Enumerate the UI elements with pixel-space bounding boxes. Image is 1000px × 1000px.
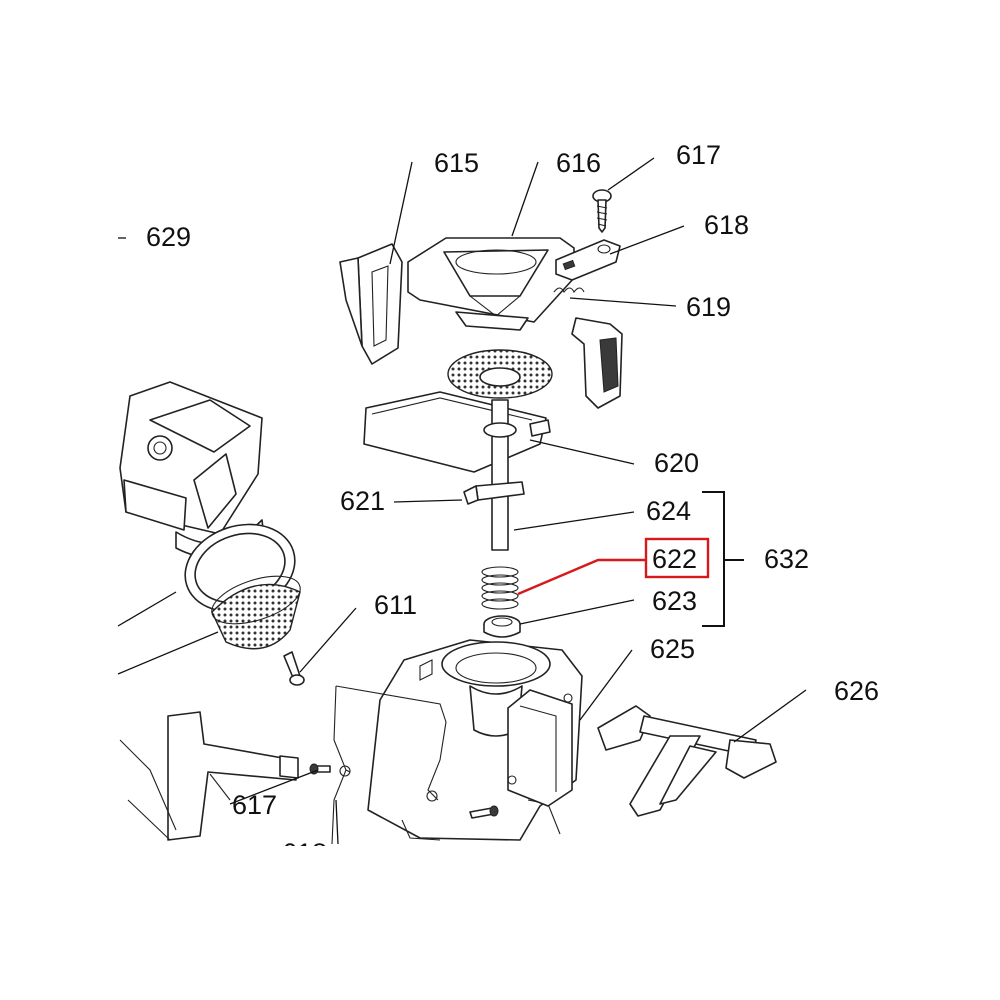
callout-626: 626 xyxy=(834,676,879,706)
callout-617-bottom: 617 xyxy=(232,790,277,820)
part-617-screw-bottom xyxy=(309,763,331,775)
callout-619: 619 xyxy=(686,292,731,322)
part-618-lever-arm xyxy=(555,239,621,281)
callout-611: 611 xyxy=(374,590,417,620)
callout-629: 629 xyxy=(146,222,191,252)
part-623-seal xyxy=(483,615,521,638)
callout-625: 625 xyxy=(650,634,695,664)
callout-621: 621 xyxy=(340,486,385,516)
part-mesh-filter-cup xyxy=(211,575,301,650)
part-619-spring-bracket xyxy=(553,287,623,409)
part-620-piston-disc xyxy=(363,349,553,551)
highlight-box-622 xyxy=(644,537,710,579)
highlight-leader-622 xyxy=(517,558,646,596)
part-wire-bail xyxy=(331,685,447,845)
part-616-funnel-housing xyxy=(407,237,575,331)
callout-620: 620 xyxy=(654,448,699,478)
callout-622: 622 xyxy=(652,544,697,574)
callout-618: 618 xyxy=(704,210,749,240)
part-622-spring xyxy=(481,566,519,610)
part-left-bottom-bracket xyxy=(119,711,299,841)
group-bracket-632 xyxy=(702,491,744,627)
bottom-crop-mask xyxy=(0,846,1000,1000)
callout-623: 623 xyxy=(652,586,697,616)
part-621-clip xyxy=(463,481,525,505)
callout-labels: 615 616 617 618 619 629 620 621 624 622 … xyxy=(146,140,879,868)
part-625-main-frame xyxy=(367,639,583,841)
part-611-screw xyxy=(283,651,305,686)
callout-616: 616 xyxy=(556,148,601,178)
callout-615: 615 xyxy=(434,148,479,178)
part-617-screw-top xyxy=(592,189,612,233)
callout-632: 632 xyxy=(764,544,809,574)
leader-lines xyxy=(117,157,807,845)
callout-624: 624 xyxy=(646,496,691,526)
part-frame-screw xyxy=(469,805,499,819)
part-626-lever-assembly xyxy=(597,705,777,817)
highlight-622 xyxy=(517,537,710,596)
callout-617-top: 617 xyxy=(676,140,721,170)
part-615-slotted-plate xyxy=(339,243,403,365)
